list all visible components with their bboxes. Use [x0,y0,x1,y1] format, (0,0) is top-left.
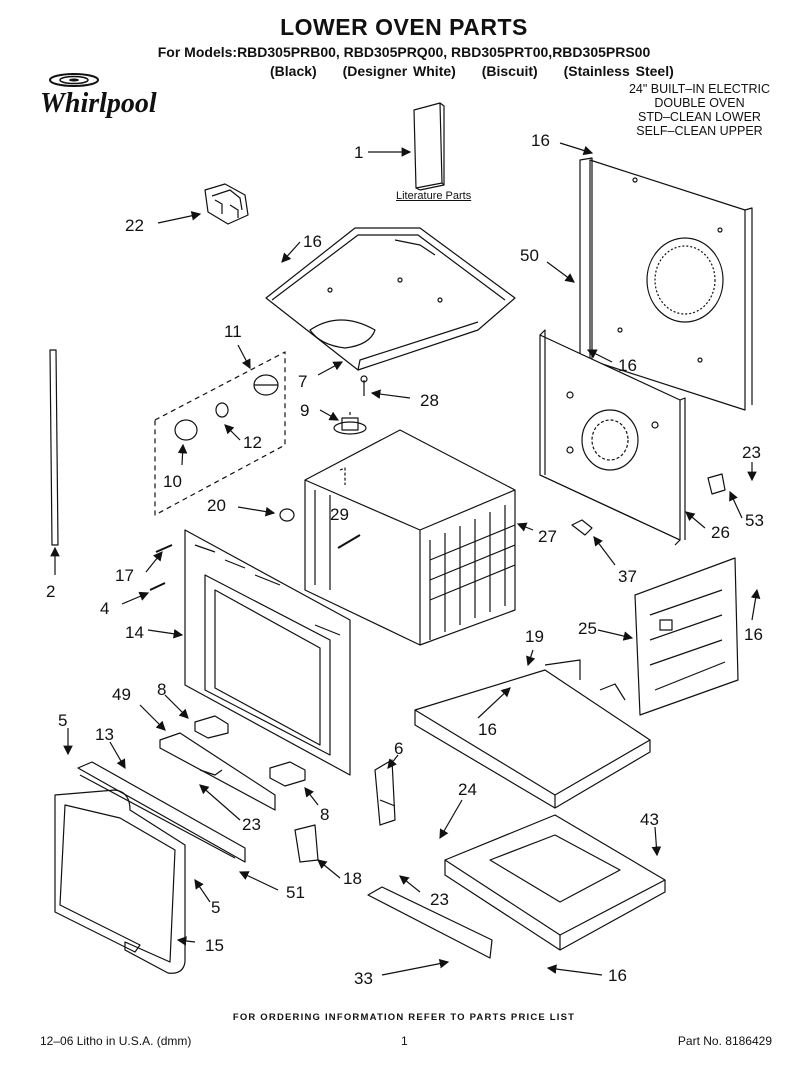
callout-18: 18 [343,869,362,888]
callout-27: 27 [538,527,557,546]
door-hinge-bar [159,732,276,811]
callout-15: 15 [205,936,224,955]
rear-oven-liner [539,329,686,546]
element-bracket [333,412,367,435]
whirlpool-logo [49,73,99,87]
color-biscuit: (Biscuit) [481,63,538,79]
switch-37 [571,519,593,536]
bracket-53 [707,473,726,495]
callout-19: 19 [525,627,544,646]
callout-2: 2 [46,582,56,601]
side-bracket [374,759,396,826]
oven-sensor [337,534,361,549]
trim-strip [49,349,59,546]
callout-12: 12 [243,433,262,452]
callout-16: 16 [303,232,322,251]
callout-10: 10 [163,472,182,491]
oven-cavity [304,429,516,646]
callout-5: 5 [211,898,221,917]
callout-9: 9 [300,401,310,420]
callout-51: 51 [286,883,305,902]
door-strip [77,761,246,863]
callout-16: 16 [531,131,550,150]
callout-23: 23 [242,815,261,834]
color-variants: (Black) (Designer White) (Biscuit) (Stai… [270,63,694,79]
page-title: LOWER OVEN PARTS [280,14,528,40]
top-panel [265,227,516,371]
color-stainless-steel: (Stainless Steel) [563,63,674,79]
litho-info: 12–06 Litho in U.S.A. (dmm) [40,1034,192,1048]
color-designer-white: (Designer White) [342,63,456,79]
callout-4: 4 [100,599,110,618]
callout-25: 25 [578,619,597,638]
callout-16: 16 [618,356,637,375]
door-clip [294,824,319,863]
callout-23: 23 [430,890,449,909]
page-number: 1 [401,1034,408,1048]
literature-parts-label: Literature Parts [396,190,472,202]
callout-16: 16 [478,720,497,739]
callout-8: 8 [320,805,330,824]
model-numbers: For Models:RBD305PRB00, RBD305PRQ00, RBD… [157,44,651,60]
callout-11: 11 [224,322,242,341]
spacer-block-top [194,715,229,739]
callout-29: 29 [330,505,349,524]
callout-49: 49 [112,685,131,704]
callout-14: 14 [125,623,144,642]
toe-kick [367,886,493,959]
door-frame [184,529,351,776]
callout-5: 5 [58,711,68,730]
callout-20: 20 [207,496,226,515]
callout-50: 50 [520,246,539,265]
knob-20 [279,508,295,522]
bottom-frame [444,814,666,951]
literature-booklet [413,102,445,191]
side-panel [634,557,739,716]
color-black: (Black) [270,63,317,79]
callout-1: 1 [354,143,364,162]
whirlpool-wordmark: Whirlpool [40,88,157,119]
callout-33: 33 [354,969,373,988]
callout-6: 6 [394,739,404,758]
callout-8: 8 [157,680,167,699]
callout-16: 16 [608,966,627,985]
door-gasket [54,789,186,974]
callout-16: 16 [744,625,763,644]
callout-23: 23 [742,443,761,462]
bottom-tray [414,659,651,809]
callout-24: 24 [458,780,477,799]
control-knob-group [154,351,286,516]
callout-28: 28 [420,391,439,410]
callout-7: 7 [298,372,308,391]
callout-43: 43 [640,810,659,829]
callout-13: 13 [95,725,114,744]
terminal-block [204,183,249,225]
callout-53: 53 [745,511,764,530]
callout-26: 26 [711,523,730,542]
part-number: Part No. 8186429 [677,1034,772,1048]
callout-17: 17 [115,566,134,585]
ordering-note: FOR ORDERING INFORMATION REFER TO PARTS … [232,1012,576,1023]
appliance-description: 24" BUILT–IN ELECTRIC DOUBLE OVEN STD–CL… [628,82,770,138]
spacer-block-bottom [269,761,306,787]
callout-37: 37 [618,567,637,586]
callout-22: 22 [125,216,144,235]
